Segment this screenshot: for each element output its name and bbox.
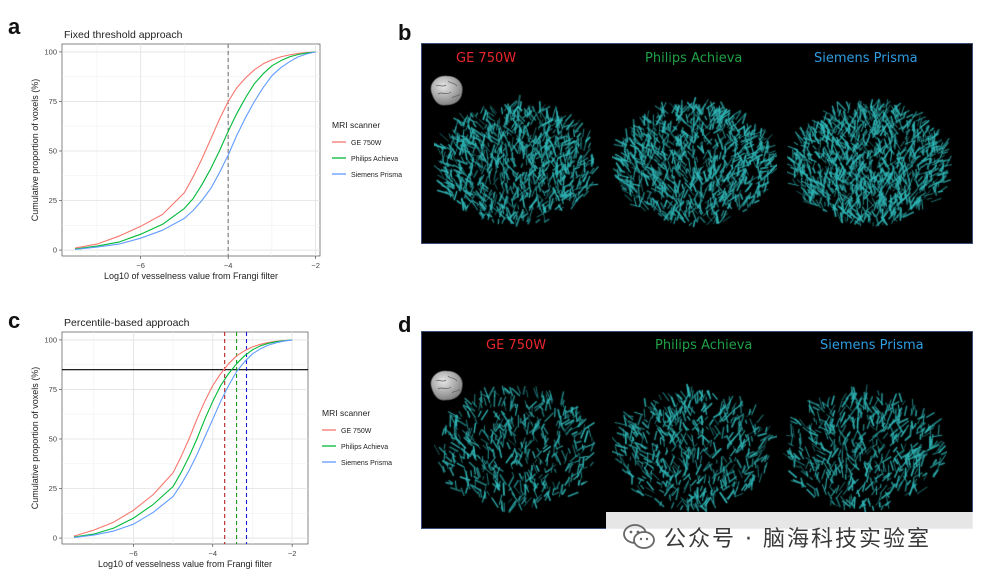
panel-label-d: d (398, 312, 412, 337)
chart-fixed-threshold: −6 −4 −2 0 25 50 75 100 Fixed threshold approach… (30, 29, 402, 281)
vessel-render-philips (612, 84, 777, 234)
x-tick-label: −6 (136, 261, 145, 270)
watermark-text: 公众号 · 脑海科技实验室 (664, 527, 931, 552)
y-axis-label: Cumulative proportion of voxels (%) (30, 367, 40, 510)
series-line-philips-achieva (73, 339, 293, 538)
y-tick-label: 50 (49, 146, 57, 155)
y-tick-label: 75 (49, 97, 57, 106)
x-tick-label: −2 (311, 261, 320, 270)
chart-title: Fixed threshold approach (64, 29, 183, 41)
chart-percentile-based: −6 −4 −2 0 25 50 75 100 Percentile-based approac… (30, 317, 392, 569)
vessel-render-siemens (787, 84, 952, 234)
legend-title: MRI scanner (322, 408, 370, 418)
plot-area (61, 331, 309, 545)
x-tick-label: −4 (208, 549, 217, 558)
x-axis-label: Log10 of vesselness value from Frangi fi… (104, 271, 278, 281)
panel-label-c: c (8, 308, 21, 333)
x-tick-label: −4 (224, 261, 233, 270)
scanner-label-philips: Philips Achieva (645, 51, 743, 66)
y-tick-label: 0 (53, 534, 57, 543)
scanner-label-siemens: Siemens Prisma (814, 51, 918, 66)
y-tick-label: 25 (49, 196, 57, 205)
legend-entry: GE 750W (351, 140, 382, 147)
y-tick-label: 25 (49, 484, 57, 493)
plot-area (61, 43, 321, 257)
y-tick-label: 50 (49, 434, 57, 443)
y-tick-label: 75 (49, 385, 57, 394)
y-axis-label: Cumulative proportion of voxels (%) (30, 79, 40, 222)
vessel-render-philips (612, 370, 777, 520)
series-line-siemens-prisma (73, 339, 293, 539)
x-tick-label: −6 (129, 549, 138, 558)
legend-entry: Siemens Prisma (351, 172, 402, 179)
legend-entry: Philips Achieva (341, 444, 388, 451)
x-axis-label: Log10 of vesselness value from Frangi fi… (98, 559, 272, 569)
y-tick-label: 0 (53, 246, 57, 255)
y-tick-label: 100 (44, 47, 57, 56)
vessel-render-ge (434, 84, 599, 234)
vessel-render-panel-b: GE 750W Philips Achieva Siemens Prisma (421, 43, 973, 244)
legend-entry: Philips Achieva (351, 156, 398, 163)
legend-entry: GE 750W (341, 428, 372, 435)
x-tick-label: −2 (288, 549, 297, 558)
series-line-philips-achieva (75, 51, 316, 250)
legend-entry: Siemens Prisma (341, 460, 392, 467)
scanner-label-philips: Philips Achieva (655, 338, 753, 353)
scanner-label-ge: GE 750W (486, 338, 547, 353)
scanner-label-siemens: Siemens Prisma (820, 338, 924, 353)
vessel-render-ge (434, 370, 599, 520)
series-line-ge-750w (75, 51, 316, 249)
series-line-siemens-prisma (75, 51, 316, 251)
vessel-render-panel-d: GE 750W Philips Achieva Siemens Prisma (421, 331, 973, 529)
chart-title: Percentile-based approach (64, 317, 190, 329)
series-line-ge-750w (73, 339, 293, 537)
legend-title: MRI scanner (332, 120, 380, 130)
panel-label-a: a (8, 14, 21, 39)
panel-label-b: b (398, 20, 412, 45)
scanner-label-ge: GE 750W (456, 51, 517, 66)
y-tick-label: 100 (44, 335, 57, 344)
vessel-render-siemens (782, 370, 947, 520)
wechat-icon (623, 524, 655, 549)
watermark: 公众号 · 脑海科技实验室 (606, 512, 1000, 562)
